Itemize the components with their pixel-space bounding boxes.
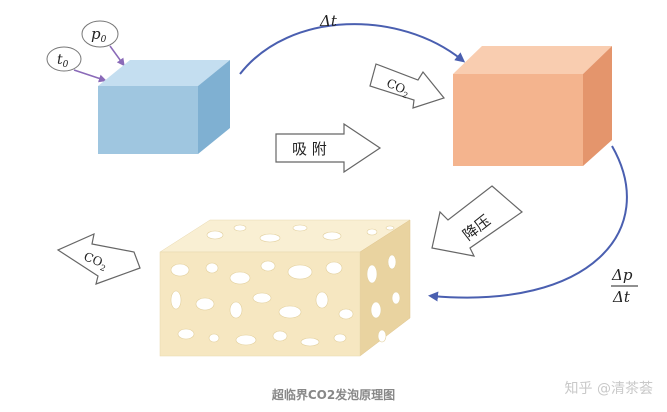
depressurize-arrow: 降压 bbox=[431, 185, 523, 257]
orange-saturated-cube bbox=[453, 46, 612, 166]
foam-pore bbox=[385, 225, 395, 231]
foam-pores bbox=[170, 224, 401, 347]
blue-polymer-cube bbox=[98, 60, 230, 154]
pressure-drop-arc bbox=[428, 145, 628, 302]
foam-pore bbox=[208, 333, 220, 343]
pressure-rate-label: Δp Δt bbox=[611, 266, 638, 306]
foam-pore bbox=[333, 333, 347, 343]
svg-text:Δp: Δp bbox=[611, 266, 633, 284]
foam-pore bbox=[229, 271, 251, 285]
watermark: 知乎 @清茶荟 bbox=[564, 381, 653, 397]
adsorb-arrow: 吸 附 bbox=[275, 122, 382, 174]
foam-pore bbox=[260, 260, 276, 272]
foam-pore bbox=[206, 230, 224, 240]
saturation-time-arc bbox=[239, 23, 466, 75]
co2-out-label: CO2 bbox=[81, 249, 109, 273]
foam-pore bbox=[259, 233, 281, 243]
t0-label-group: t0 bbox=[46, 46, 107, 83]
foam-pore bbox=[177, 328, 195, 340]
p0-label-group: p0 bbox=[81, 20, 125, 67]
t0-label-text: t0 bbox=[57, 52, 69, 70]
foam-pore bbox=[322, 231, 342, 241]
co2-outflow-arrow: CO2 bbox=[56, 232, 141, 285]
foam-pore bbox=[325, 261, 343, 275]
foam-pore bbox=[272, 330, 288, 342]
adsorb-label: 吸 附 bbox=[292, 140, 327, 158]
foam-pore bbox=[229, 301, 243, 319]
p0-label-text: p0 bbox=[91, 25, 107, 45]
svg-text:Δt: Δt bbox=[612, 288, 631, 306]
delta-t-label: Δt bbox=[319, 12, 338, 30]
foam-pore bbox=[252, 292, 272, 304]
foam-pore bbox=[315, 291, 329, 309]
foam-pore bbox=[366, 264, 378, 284]
foam-pore bbox=[278, 305, 302, 319]
foam-pore bbox=[377, 329, 387, 343]
foamed-polymer-cube bbox=[159, 219, 411, 357]
foam-pore bbox=[195, 297, 215, 311]
foam-pore bbox=[300, 337, 320, 347]
foam-pore bbox=[370, 301, 382, 319]
foam-pore bbox=[233, 224, 247, 232]
foam-pore bbox=[292, 224, 308, 232]
foam-pore bbox=[287, 264, 313, 280]
foam-pore bbox=[170, 263, 190, 277]
foam-pore bbox=[205, 262, 219, 274]
foam-pore bbox=[235, 334, 257, 346]
foam-pore bbox=[366, 228, 378, 236]
foam-pore bbox=[391, 291, 401, 305]
co2-inflow-arrow: CO2 bbox=[369, 63, 446, 109]
foam-pore bbox=[338, 308, 354, 320]
foam-pore bbox=[170, 290, 182, 310]
figure-caption: 超临界CO2发泡原理图 bbox=[271, 388, 396, 402]
foam-pore bbox=[387, 254, 397, 270]
